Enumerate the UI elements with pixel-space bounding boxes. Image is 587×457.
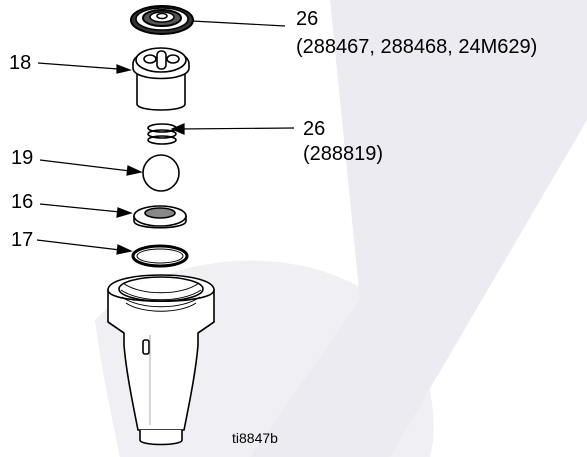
housing (107, 274, 215, 446)
figure-id: ti8847b (232, 430, 278, 446)
part-18-guide (132, 47, 190, 111)
callout-16-number: 16 (11, 191, 34, 213)
callout-17-number: 17 (11, 229, 34, 251)
part-26-spring (147, 123, 177, 145)
part-16-seat (133, 205, 187, 229)
part-17-o-ring (131, 244, 189, 268)
callout-18-number: 18 (9, 52, 32, 74)
part-26-seat (130, 5, 194, 35)
leader-lines (36, 20, 295, 255)
callout-26-spring-number: 26 (303, 118, 326, 140)
callout-26-number: 26 (296, 8, 319, 30)
callout-19-number: 19 (11, 147, 34, 169)
callout-26-part-numbers: (288467, 288468, 24M629) (296, 36, 538, 58)
callout-26-spring-part-number: (288819) (303, 143, 384, 165)
part-19-ball (142, 154, 180, 192)
